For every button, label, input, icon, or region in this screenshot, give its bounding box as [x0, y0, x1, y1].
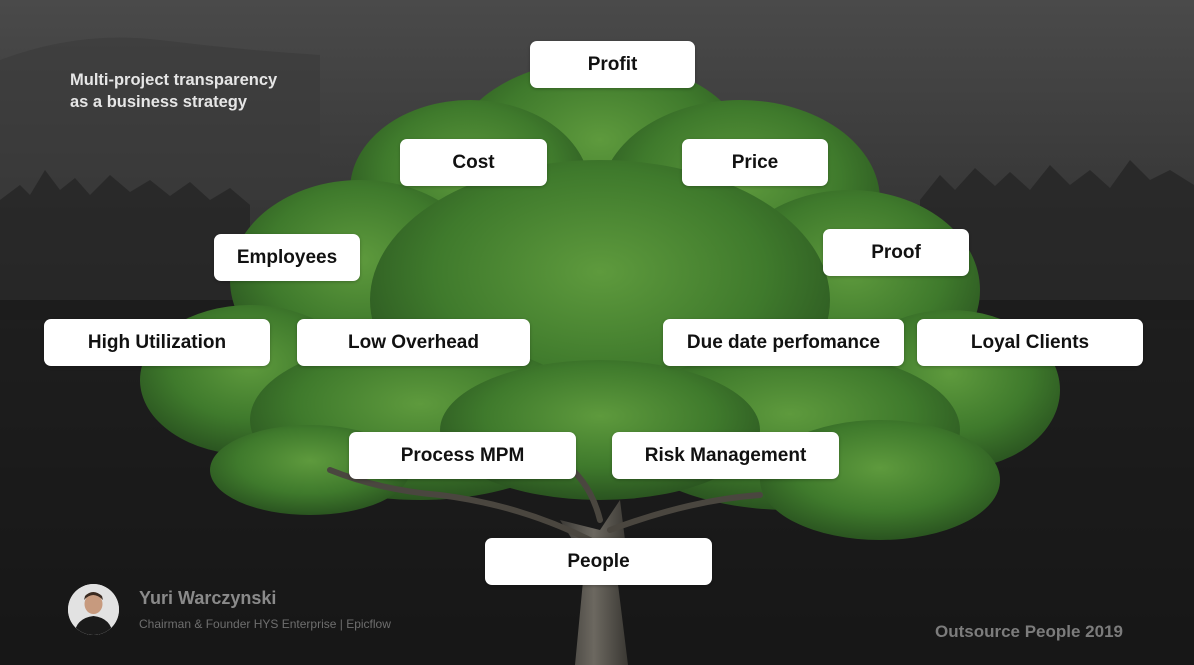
node-price: Price	[682, 139, 828, 186]
heading-line-2: as a business strategy	[70, 93, 248, 111]
person-icon	[68, 584, 119, 635]
node-employees: Employees	[214, 234, 360, 281]
node-risk-management: Risk Management	[612, 432, 839, 479]
node-proof: Proof	[823, 229, 969, 276]
author-role: Chairman & Founder HYS Enterprise | Epic…	[139, 617, 391, 631]
slide-heading: Multi-project transparency as a business…	[70, 69, 350, 113]
heading-line-1: Multi-project transparency	[70, 71, 278, 89]
node-cost: Cost	[400, 139, 547, 186]
node-due-date-performance: Due date perfomance	[663, 319, 904, 366]
node-profit: Profit	[530, 41, 695, 88]
node-loyal-clients: Loyal Clients	[917, 319, 1143, 366]
avatar	[68, 584, 119, 635]
node-people: People	[485, 538, 712, 585]
node-low-overhead: Low Overhead	[297, 319, 530, 366]
author-name: Yuri Warczynski	[139, 588, 277, 608]
node-process-mpm: Process MPM	[349, 432, 576, 479]
node-high-utilization: High Utilization	[44, 319, 270, 366]
event-label: Outsource People 2019	[934, 622, 1123, 641]
